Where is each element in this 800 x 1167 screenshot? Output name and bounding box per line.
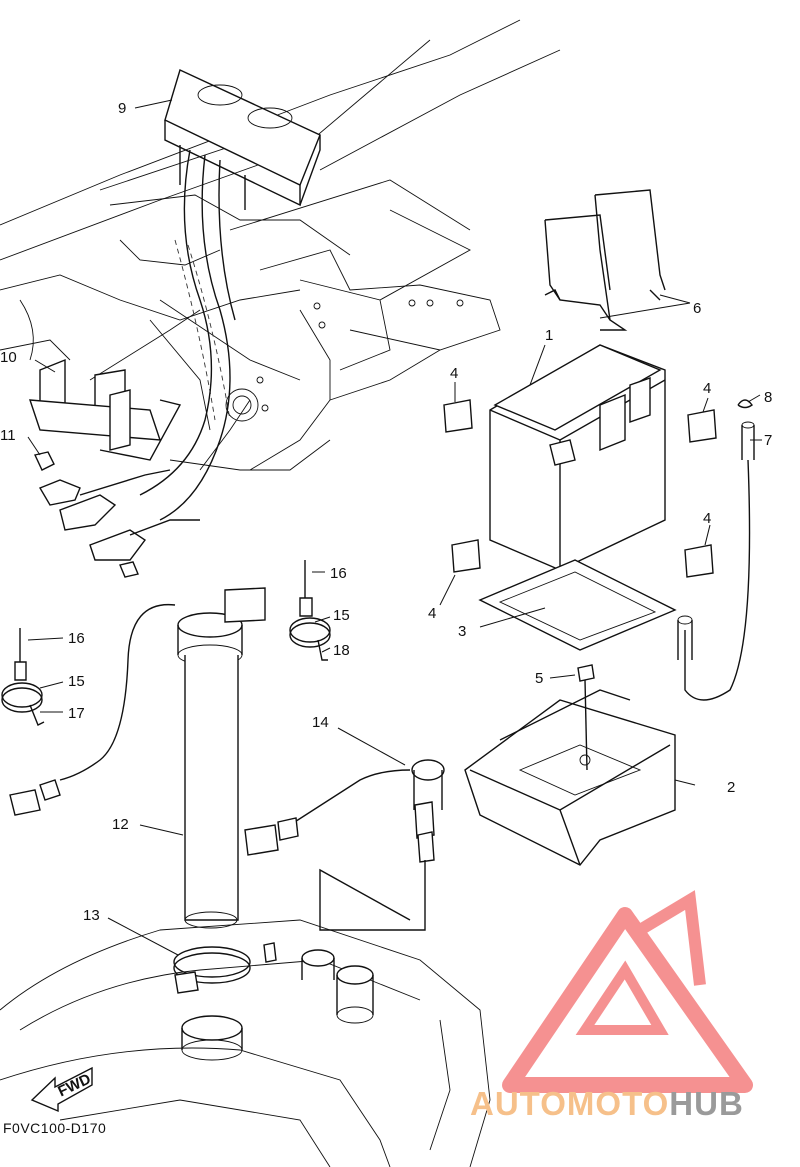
leader-lines xyxy=(27,99,762,956)
bracket-assembly xyxy=(29,358,200,578)
fwd-arrow-icon: FWD xyxy=(30,1066,94,1113)
callout-1: 1 xyxy=(545,327,553,344)
callout-4b: 4 xyxy=(703,380,711,397)
battery xyxy=(489,344,666,571)
callout-8: 8 xyxy=(764,389,772,406)
battery-sheet xyxy=(478,559,677,651)
callout-9: 9 xyxy=(118,100,126,117)
watermark-part-3: HUB xyxy=(669,1085,744,1122)
callout-15b: 15 xyxy=(333,607,350,624)
battery-box xyxy=(464,664,676,866)
sensor-lead xyxy=(244,759,445,931)
callout-12: 12 xyxy=(112,816,129,833)
callout-3: 3 xyxy=(458,623,466,640)
callout-13: 13 xyxy=(83,907,100,924)
callout-7: 7 xyxy=(764,432,772,449)
callout-5: 5 xyxy=(535,670,543,687)
frame-drawing xyxy=(0,19,561,471)
breather-hose xyxy=(677,399,755,701)
callout-labels: 9 10 11 1 4 4 4 4 6 8 7 3 5 2 16 15 18 1… xyxy=(0,100,772,924)
callout-15a: 15 xyxy=(68,673,85,690)
drawing-code: F0VC100-D170 xyxy=(3,1120,107,1136)
meter-assembly xyxy=(139,69,321,521)
callout-17: 17 xyxy=(68,705,85,722)
callout-14: 14 xyxy=(312,714,329,731)
callout-18: 18 xyxy=(333,642,350,659)
clamp-left xyxy=(1,628,45,726)
watermark-text: AUTOMOTOHUB xyxy=(470,1085,744,1123)
battery-band xyxy=(544,189,666,331)
callout-10: 10 xyxy=(0,349,17,366)
callout-4c: 4 xyxy=(703,510,711,527)
callout-4a: 4 xyxy=(450,365,458,382)
fuel-sender-unit xyxy=(9,587,266,929)
callout-16a: 16 xyxy=(68,630,85,647)
clamp-right xyxy=(289,560,331,661)
watermark-part-1: AUTO xyxy=(470,1085,567,1122)
watermark-logo xyxy=(502,890,753,1093)
callout-16b: 16 xyxy=(330,565,347,582)
fuel-tank xyxy=(0,919,491,1167)
watermark-part-2: MOTO xyxy=(566,1085,670,1122)
callout-4d: 4 xyxy=(428,605,436,622)
callout-6: 6 xyxy=(693,300,701,317)
fwd-label: FWD xyxy=(55,1070,93,1100)
callout-11: 11 xyxy=(0,427,16,444)
callout-2: 2 xyxy=(727,779,735,796)
battery-pads xyxy=(443,399,717,578)
